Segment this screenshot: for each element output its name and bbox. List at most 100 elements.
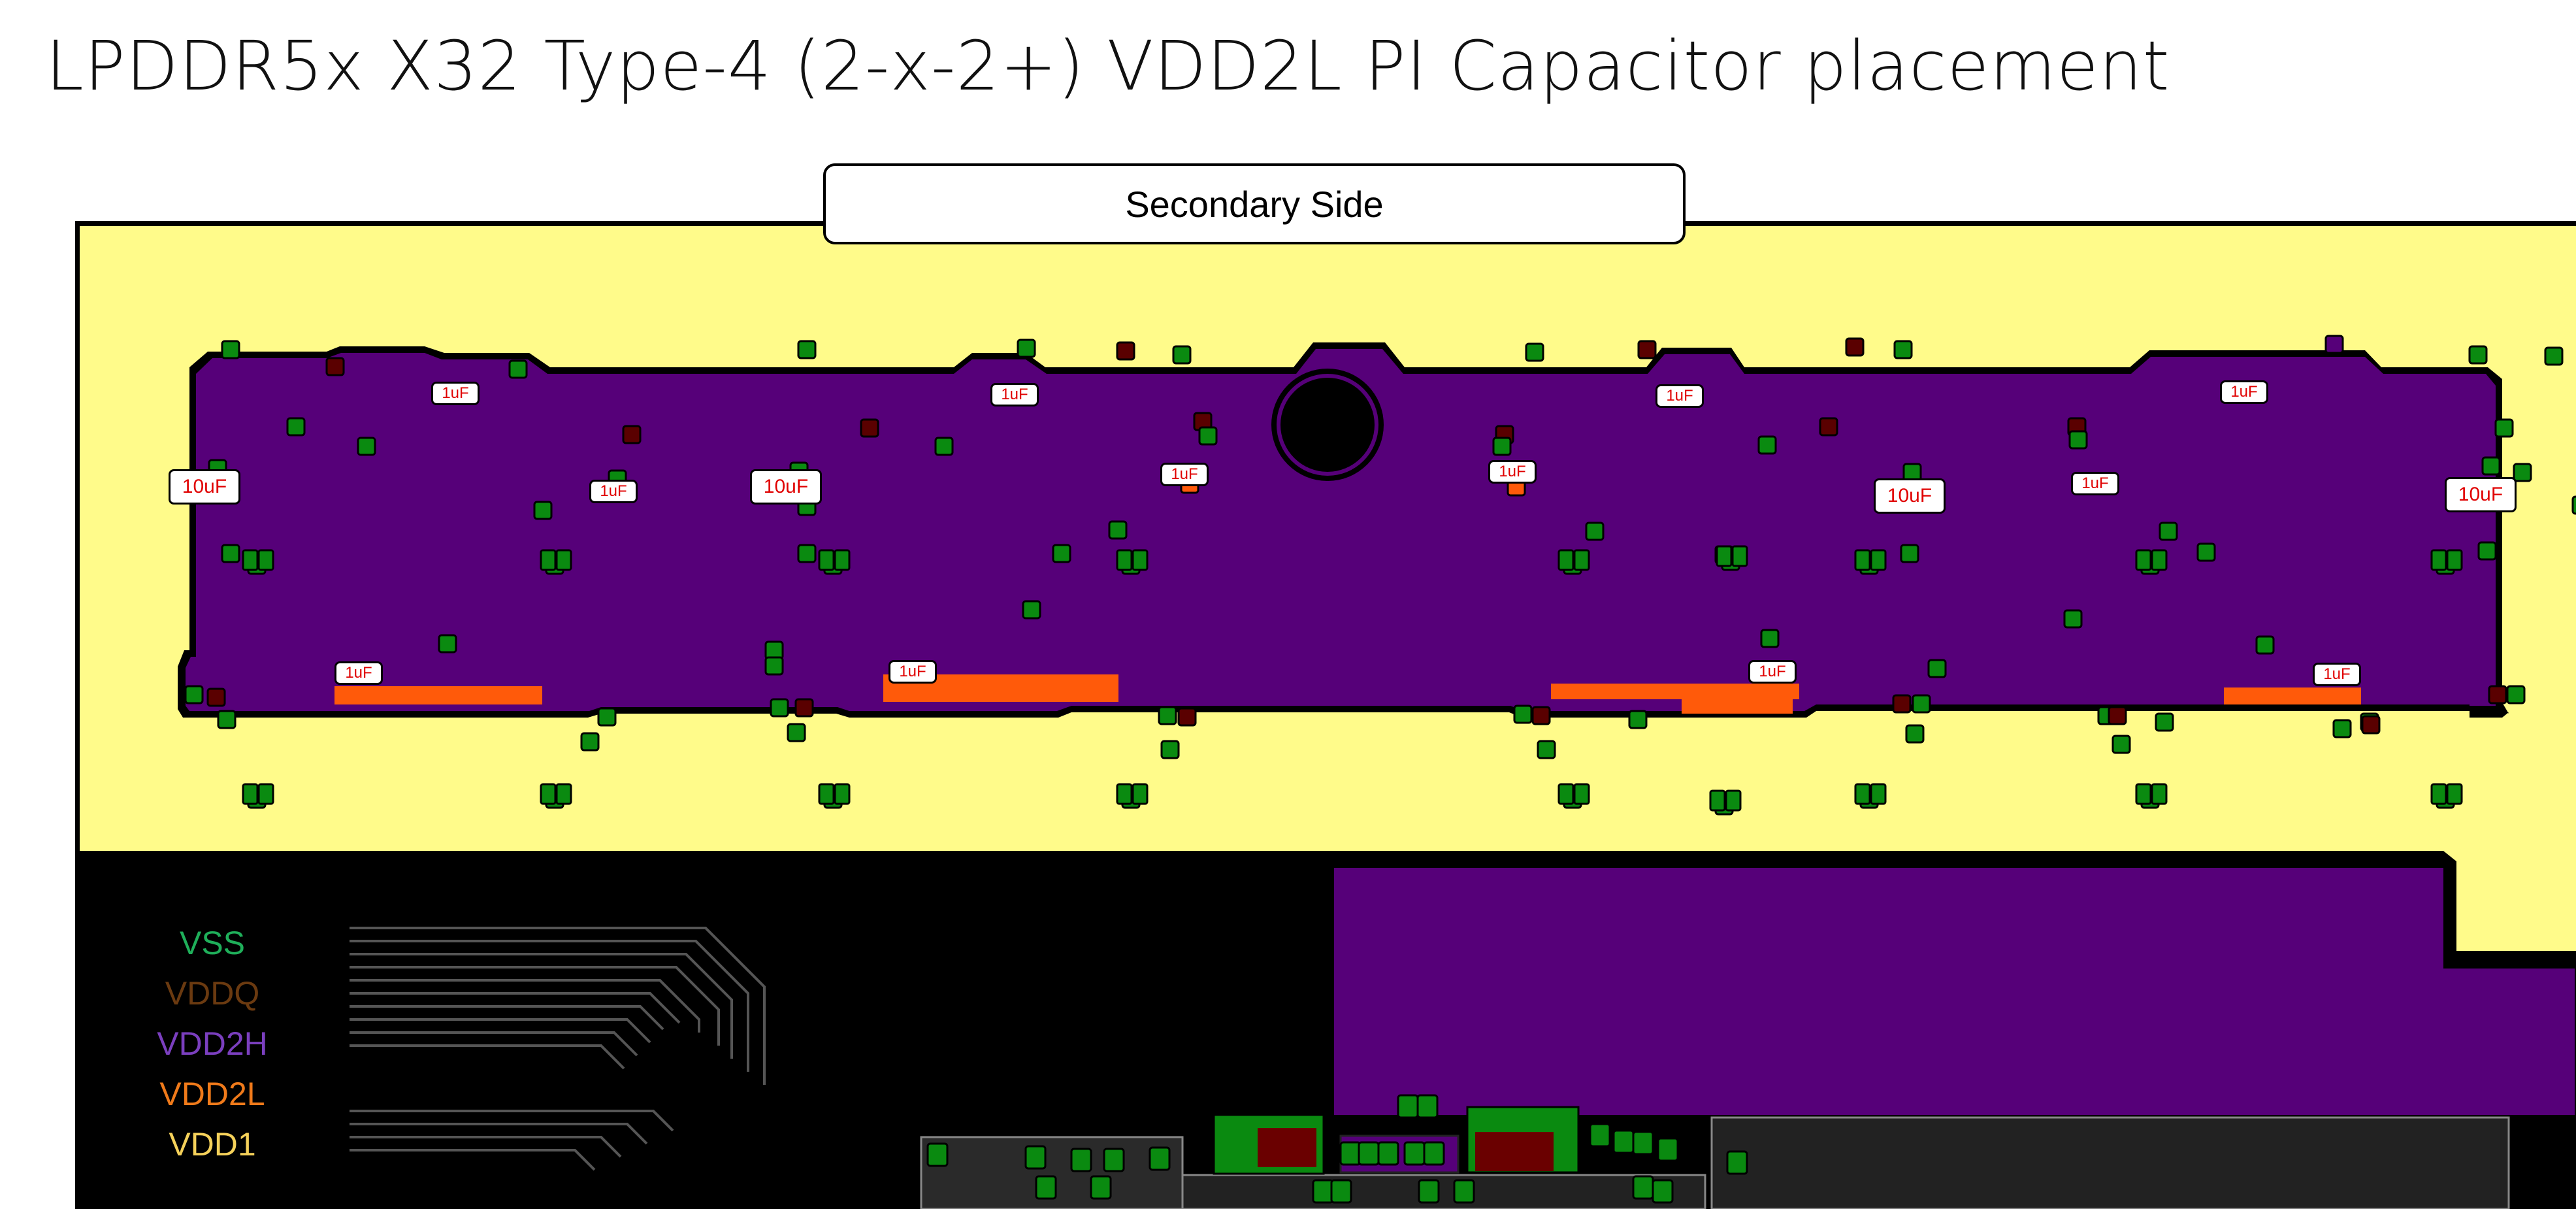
component-pad (2063, 609, 2083, 629)
component-pad (1423, 1141, 1445, 1166)
component-pad (1905, 724, 1925, 744)
component-pad (184, 685, 204, 704)
component-pad (2111, 735, 2131, 754)
capacitor-pad (2151, 783, 2168, 805)
component-pad (1377, 1141, 1399, 1166)
component-pad (2068, 430, 2088, 450)
capacitor-pad (834, 783, 851, 805)
cap-label-10uf: 10uF (169, 469, 240, 505)
component-pad (1090, 1175, 1112, 1200)
component-pad (206, 687, 226, 707)
legend: VSS VDDQ VDD2H VDD2L VDD1 (131, 918, 294, 1170)
component-pad (2361, 715, 2381, 735)
capacitor-pad (1870, 783, 1887, 805)
capacitor-pad (1854, 549, 1871, 571)
mounting-hole (1280, 378, 1375, 472)
component-pad (2324, 335, 2344, 354)
component-pad (1052, 544, 1071, 563)
component-pad (1513, 704, 1533, 724)
capacitor-pad (257, 783, 274, 805)
capacitor-pad (1725, 789, 1742, 812)
component-pad (325, 357, 345, 376)
component-pad (1024, 1145, 1047, 1170)
component-pad (770, 698, 789, 718)
vdd2l-strip (1551, 684, 1799, 699)
component-pad (2332, 719, 2352, 738)
component-pad (622, 425, 642, 444)
page-title: LPDDR5x X32 Type-4 (2-x-2+) VDD2L PI Cap… (46, 26, 2170, 106)
component-pad (508, 359, 528, 379)
component-pad (1177, 707, 1197, 727)
signal-traces (350, 927, 766, 1171)
component-pad (797, 340, 817, 359)
component-block-mid (1181, 1174, 1706, 1209)
component-pad (794, 698, 814, 718)
capacitor-pad (2135, 783, 2152, 805)
capacitor-pad (818, 783, 835, 805)
vdd2l-strip (334, 686, 542, 704)
legend-item-vdd1: VDD1 (169, 1126, 256, 1163)
component-pad (2159, 522, 2178, 541)
capacitor-pad (1870, 549, 1887, 571)
vdd2l-strip (2224, 687, 2361, 704)
capacitor-pad (1854, 783, 1871, 805)
component-pad (1927, 659, 1947, 678)
component-pad (1892, 694, 1912, 714)
component-pad (1492, 437, 1512, 456)
cap-label-1uf: 1uF (589, 480, 638, 503)
component-pad (217, 710, 236, 729)
component-pad (1312, 1179, 1334, 1204)
component-pad (597, 707, 617, 727)
cap-label-1uf: 1uF (2071, 472, 2119, 495)
cap-label-10uf: 10uF (750, 469, 822, 505)
component-pad (1339, 1141, 1361, 1166)
component-pad (1149, 1146, 1171, 1171)
component-pad (1160, 740, 1180, 759)
capacitor-pad (1557, 783, 1574, 805)
component-pad (2108, 706, 2127, 725)
cap-label-1uf: 1uF (1748, 660, 1797, 684)
cap-label-1uf: 1uF (2313, 663, 2361, 686)
capacitor-pad (1116, 549, 1133, 571)
component-pad (1158, 706, 1177, 725)
cap-label-10uf: 10uF (1874, 478, 1946, 514)
component-pad (2196, 542, 2216, 562)
component-pad (1103, 1148, 1125, 1172)
component-pad (2481, 456, 2501, 476)
component-pad (1198, 426, 1218, 446)
capacitor-pad (1557, 549, 1574, 571)
legend-frame (75, 928, 95, 1150)
component-pad (1632, 1131, 1654, 1155)
component-block-right (1710, 1116, 2510, 1209)
capacitor-pad (540, 549, 557, 571)
component-pad (2488, 685, 2507, 704)
capacitor-pad (1116, 783, 1133, 805)
component-pad (1416, 1094, 1439, 1119)
component-pad (1912, 694, 1931, 714)
component-pad (221, 340, 240, 359)
component-pad (1035, 1175, 1057, 1200)
component-pad (1637, 340, 1657, 359)
cap-label-1uf: 1uF (2220, 380, 2268, 404)
component-pad (2513, 463, 2532, 482)
component-pad (787, 723, 806, 742)
cap-label-1uf: 1uF (990, 383, 1039, 406)
component-pad (533, 501, 553, 520)
component-pad (1330, 1179, 1352, 1204)
capacitor-pad (1132, 549, 1149, 571)
cap-label-1uf: 1uF (334, 661, 383, 685)
capacitor-pad (2446, 783, 2463, 805)
component-pad (2506, 685, 2526, 704)
component-pad (1757, 435, 1777, 455)
component-pad (2544, 346, 2564, 366)
capacitor-pad (1573, 549, 1590, 571)
component-pad (2255, 635, 2275, 655)
secondary-side-label: Secondary Side (823, 163, 1686, 244)
cap-label-1uf: 1uF (1488, 460, 1537, 484)
component-pad (438, 634, 457, 654)
component-pad (1397, 1094, 1419, 1119)
capacitor-pad (2430, 549, 2447, 571)
component-pad (357, 437, 376, 456)
capacitor-pad (540, 783, 557, 805)
component-pad (1628, 710, 1648, 729)
